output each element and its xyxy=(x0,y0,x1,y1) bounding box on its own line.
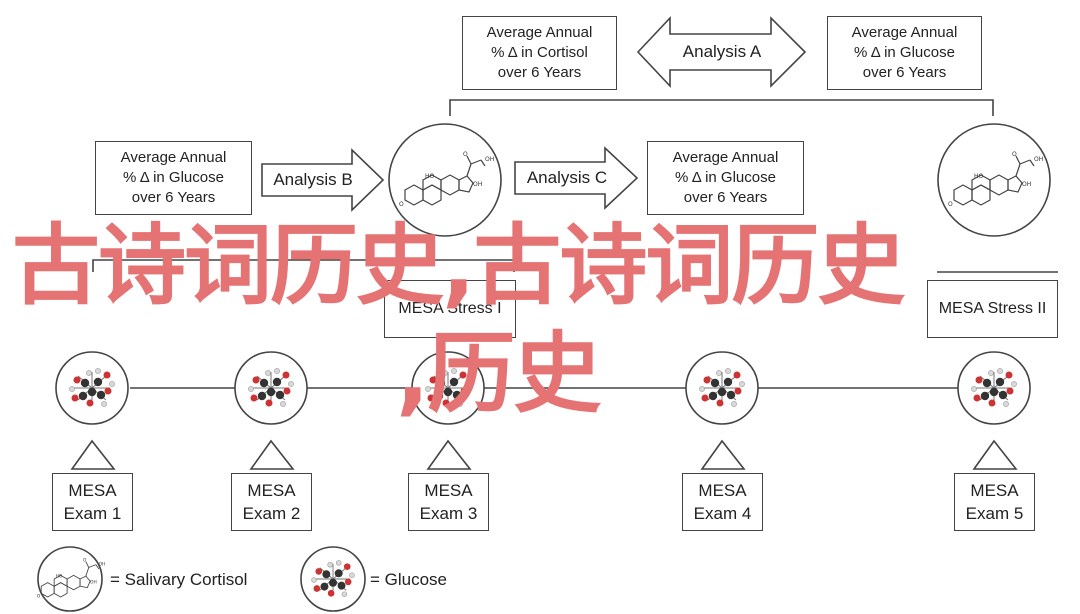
top-cortisol-box: Average Annual % Δ in Cortisol over 6 Ye… xyxy=(462,16,617,90)
watermark-line1: 古诗词历史,古诗词历史 xyxy=(12,214,905,317)
mesa-stress-two-box: MESA Stress II xyxy=(927,280,1058,338)
analysis-c-label: Analysis C xyxy=(526,168,608,187)
triangle-4 xyxy=(700,439,746,470)
exam-line1: MESA xyxy=(970,481,1019,500)
exam-line1: MESA xyxy=(424,481,473,500)
cortisol-circle-right xyxy=(937,123,1051,237)
exam-line1: MESA xyxy=(247,481,296,500)
stress-label: MESA Stress II xyxy=(938,300,1047,317)
box-line: % Δ in Glucose xyxy=(675,169,776,186)
box-line: over 6 Years xyxy=(131,189,216,206)
exam-box-1: MESA Exam 1 xyxy=(52,473,133,531)
exam-box-5: MESA Exam 5 xyxy=(954,473,1035,531)
top-glucose-box: Average Annual % Δ in Glucose over 6 Yea… xyxy=(827,16,982,90)
triangle-2 xyxy=(249,439,295,470)
legend-cortisol-label: = Salivary Cortisol xyxy=(110,570,248,589)
stress-one-bracket xyxy=(92,259,515,272)
exam-line1: MESA xyxy=(68,481,117,500)
mesa-stress-one-box: MESA Stress I xyxy=(384,280,516,338)
exam-line2: Exam 1 xyxy=(63,504,122,523)
box-line: % Δ in Cortisol xyxy=(491,44,588,61)
triangle-3 xyxy=(426,439,472,470)
triangle-5 xyxy=(972,439,1018,470)
box-line: over 6 Years xyxy=(497,64,582,81)
triangles xyxy=(70,439,1018,470)
exam-line2: Exam 4 xyxy=(693,504,752,523)
exam-line1: MESA xyxy=(698,481,747,500)
box-line: % Δ in Glucose xyxy=(854,44,955,61)
analysis-b-label: Analysis B xyxy=(273,170,353,189)
exam-box-3: MESA Exam 3 xyxy=(408,473,489,531)
legend-cortisol-circle xyxy=(37,546,103,612)
analysis-a-arrow xyxy=(636,15,807,89)
box-line: Average Annual xyxy=(851,24,958,41)
exam-line2: Exam 2 xyxy=(242,504,301,523)
stress-label: MESA Stress I xyxy=(398,300,502,317)
box-line: Average Annual xyxy=(120,149,227,166)
molecule-circles xyxy=(37,123,1051,612)
triangle-1 xyxy=(70,439,116,470)
box-line: % Δ in Glucose xyxy=(123,169,224,186)
analysis-b-arrow xyxy=(261,148,385,212)
watermark-line2: ,历史 xyxy=(396,322,601,425)
cortisol-circle-left xyxy=(388,123,502,237)
block-arrows xyxy=(261,15,807,212)
exam-line2: Exam 3 xyxy=(419,504,478,523)
bracket-top xyxy=(449,99,994,116)
mid-glucose-box: Average Annual % Δ in Glucose over 6 Yea… xyxy=(647,141,804,215)
exam-box-4: MESA Exam 4 xyxy=(682,473,763,531)
box-line: over 6 Years xyxy=(862,64,947,81)
box-line: Average Annual xyxy=(672,149,779,166)
exam-box-2: MESA Exam 2 xyxy=(231,473,312,531)
exam-line2: Exam 5 xyxy=(965,504,1024,523)
legend-glucose-label: = Glucose xyxy=(370,570,448,589)
left-glucose-box: Average Annual % Δ in Glucose over 6 Yea… xyxy=(95,141,252,215)
box-line: Average Annual xyxy=(486,24,593,41)
box-line: over 6 Years xyxy=(683,189,768,206)
analysis-a-label: Analysis A xyxy=(682,42,762,61)
analysis-c-arrow xyxy=(514,146,639,210)
